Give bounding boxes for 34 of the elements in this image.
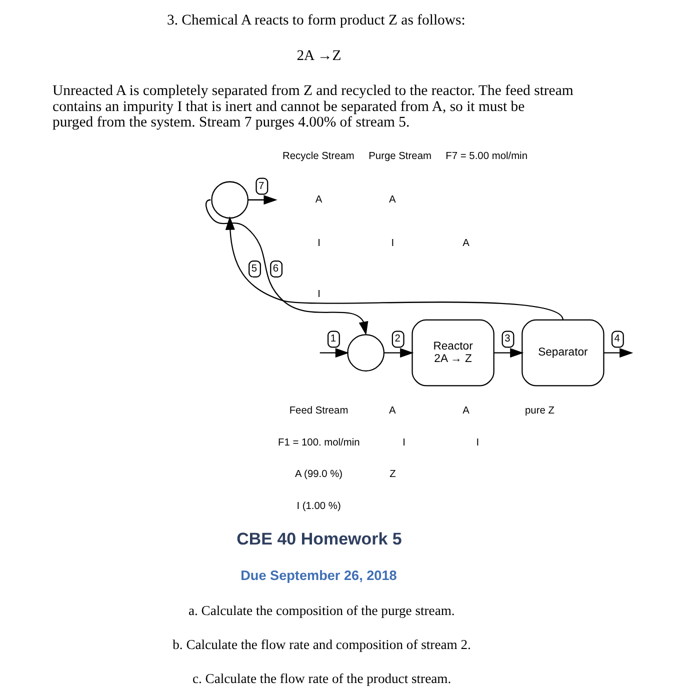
label: A (462, 406, 469, 417)
label: I (1.00 %) (296, 500, 340, 512)
label: I (476, 437, 479, 448)
label: b. Calculate the flow rate and composition of stream 2. (172, 637, 470, 652)
label: I (402, 437, 405, 448)
label: A (462, 238, 469, 249)
label: c. Calculate the flow rate of the product stream. (192, 671, 451, 686)
label: A (388, 406, 396, 417)
edge-label: 3 (504, 334, 510, 345)
label: 3. Chemical A reacts to form product Z as follows: (166, 12, 465, 29)
label: 2A →Z (296, 48, 341, 64)
label: Z (389, 469, 396, 480)
label: Feed Stream (288, 406, 348, 417)
label: I (317, 238, 320, 249)
label: pure Z (524, 406, 554, 417)
edge-label: 1 (330, 334, 336, 345)
label: A (99.0 %) (294, 469, 342, 480)
edge-label: 6 (272, 263, 278, 274)
label: A (388, 194, 396, 206)
label: Unreacted A is completely separated from Z and recycled to the reactor. The feed stream contains an impurity I that is inert and cannot be separated from A, so it must be purged from the system. Stream 7 purges 4.00% of stream 5. (52, 82, 573, 131)
label: F1 = 100. mol/min (278, 437, 360, 448)
label: Due September 26, 2018 (240, 568, 396, 584)
label: A (314, 194, 322, 206)
label: I (317, 288, 320, 300)
label: I (390, 238, 394, 249)
label: a. Calculate the composition of the purge stream. (188, 603, 454, 618)
label: Purge Stream (368, 150, 431, 162)
edge-label: 2 (394, 334, 400, 345)
edge-label: 7 (258, 180, 264, 192)
edge-label: 4 (614, 334, 620, 345)
edge-label: 5 (250, 263, 257, 274)
label: F7 = 5.00 mol/min (445, 150, 528, 162)
label: Recycle Stream (282, 150, 354, 162)
label: CBE 40 Homework 5 (236, 529, 402, 548)
